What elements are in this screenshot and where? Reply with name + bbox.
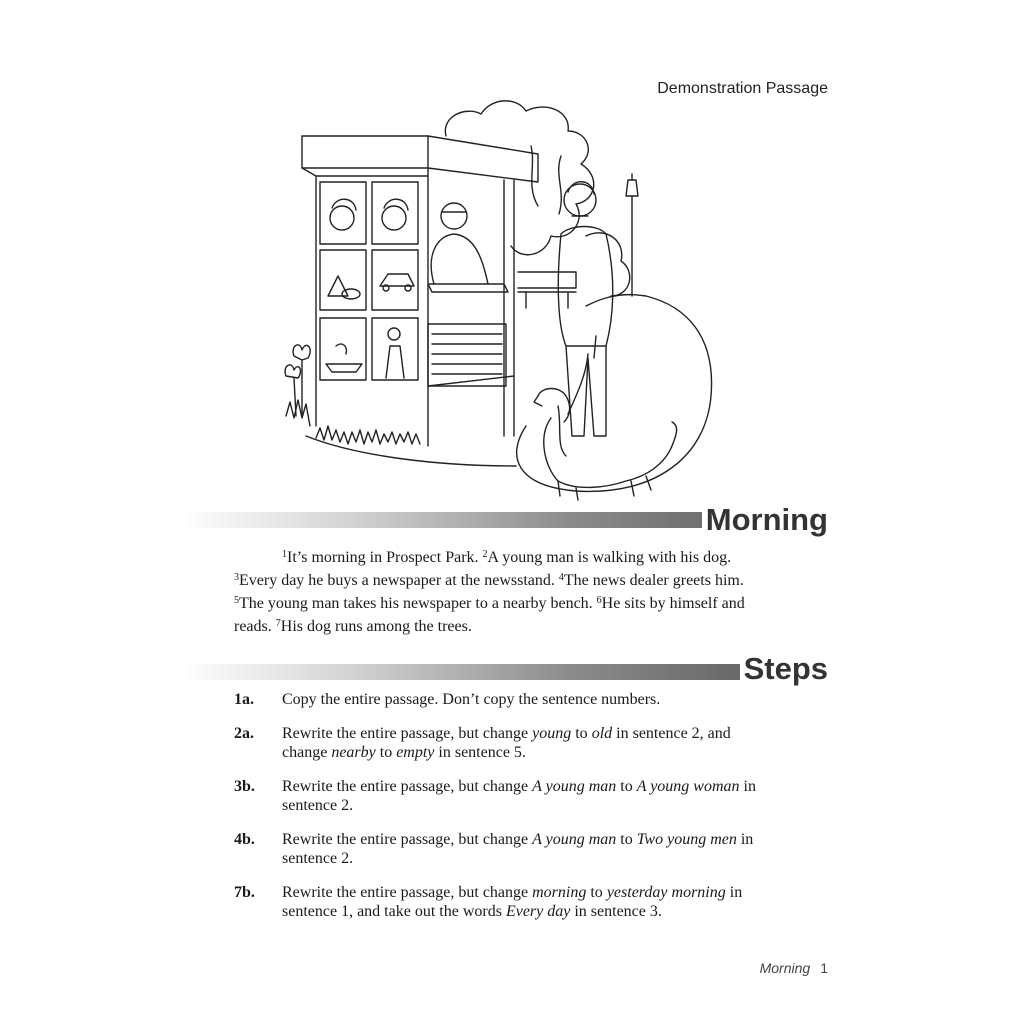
- step-run: Rewrite the entire passage, but change: [282, 884, 533, 901]
- sentence-number: 3: [234, 572, 239, 583]
- sentence-text: Every day he buys a newspaper at the new…: [239, 572, 559, 589]
- step-number: 1a.: [234, 691, 254, 708]
- sentence-number: 6: [596, 595, 602, 606]
- page-number: 1: [820, 960, 828, 976]
- sentence-text: His dog runs among the trees.: [280, 618, 472, 635]
- step-run: to: [586, 884, 607, 901]
- page-header: Demonstration Passage: [657, 80, 828, 97]
- sentence-number: 5: [234, 595, 239, 606]
- sentence-text: The young man takes his newspaper to a n…: [239, 595, 597, 612]
- sentence-number: 2: [482, 549, 488, 560]
- step-run: in sentence 2, and change: [282, 725, 731, 761]
- step-run: Rewrite the entire passage, but change: [282, 778, 533, 795]
- footer-title: Morning: [759, 960, 811, 976]
- step-emphasis: old: [591, 725, 613, 742]
- grass-and-flowers: [284, 344, 421, 445]
- morning-section-title: Morning: [701, 502, 828, 538]
- step-emphasis: Two young men: [636, 831, 737, 848]
- step-run: in sentence 5.: [434, 744, 526, 761]
- step-run: Rewrite the entire passage, but change: [282, 725, 533, 742]
- tree: [444, 100, 631, 297]
- sentence-text: It’s morning in Prospect Park.: [287, 549, 483, 566]
- step-run: Rewrite the entire passage, but change: [282, 831, 533, 848]
- step-text: Rewrite the entire passage, but change A…: [282, 777, 774, 815]
- step-number: 3b.: [234, 778, 255, 795]
- step-run: in sentence 1, and take out the words: [282, 884, 743, 920]
- step-emphasis: yesterday morning: [606, 884, 726, 901]
- step-text: Rewrite the entire passage, but change m…: [282, 883, 774, 921]
- step-run: Copy the entire passage. Don’t copy the …: [282, 691, 661, 708]
- step-emphasis: young: [532, 725, 572, 742]
- step-emphasis: empty: [396, 744, 435, 761]
- step-emphasis: A young woman: [636, 778, 740, 795]
- step-number: 7b.: [234, 884, 255, 901]
- step-run: in sentence 2.: [282, 831, 754, 867]
- step-emphasis: A young man: [532, 778, 617, 795]
- step-item: 4b. Rewrite the entire passage, but chan…: [234, 830, 774, 868]
- step-number: 2a.: [234, 725, 254, 742]
- step-run: in sentence 2.: [282, 778, 756, 814]
- step-item: 3b. Rewrite the entire passage, but chan…: [234, 777, 774, 815]
- step-item: 7b. Rewrite the entire passage, but chan…: [234, 883, 774, 921]
- step-run: to: [616, 831, 637, 848]
- step-emphasis: Every day: [505, 903, 571, 920]
- step-emphasis: A young man: [532, 831, 617, 848]
- step-run: to: [571, 725, 592, 742]
- step-item: 2a. Rewrite the entire passage, but chan…: [234, 724, 774, 762]
- passage: 1It’s morning in Prospect Park. 2A young…: [234, 546, 774, 638]
- step-number: 4b.: [234, 831, 255, 848]
- step-item: 1a. Copy the entire passage. Don’t copy …: [234, 690, 774, 709]
- bench: [517, 271, 577, 309]
- step-text: Rewrite the entire passage, but change y…: [282, 724, 774, 762]
- dog: [533, 387, 678, 501]
- step-emphasis: morning: [532, 884, 587, 901]
- sentence-number: 4: [558, 572, 564, 583]
- steps-section-title: Steps: [739, 651, 828, 687]
- lawn: [305, 294, 713, 493]
- sentence-text: The news dealer greets him.: [563, 572, 744, 589]
- sentence-text: He sits by himself and reads.: [234, 595, 745, 635]
- kiosk: [301, 135, 539, 447]
- steps-section-bar: [180, 664, 828, 680]
- step-text: Copy the entire passage. Don’t copy the …: [282, 690, 774, 709]
- step-run: to: [616, 778, 637, 795]
- sentence-number: 1: [282, 549, 287, 560]
- step-text: Rewrite the entire passage, but change A…: [282, 830, 774, 868]
- page-footer: Morning 1: [760, 960, 828, 976]
- sentence-text: A young man is walking with his dog.: [487, 549, 732, 566]
- step-run: to: [375, 744, 397, 761]
- passage-paragraph: 1It’s morning in Prospect Park. 2A young…: [234, 546, 774, 638]
- sentence-number: 7: [275, 618, 281, 629]
- step-run: in sentence 3.: [570, 903, 662, 920]
- newsstand-illustration: [284, 100, 713, 501]
- morning-section-bar: [180, 512, 828, 528]
- lamp-post: [625, 173, 639, 297]
- step-emphasis: nearby: [331, 744, 376, 761]
